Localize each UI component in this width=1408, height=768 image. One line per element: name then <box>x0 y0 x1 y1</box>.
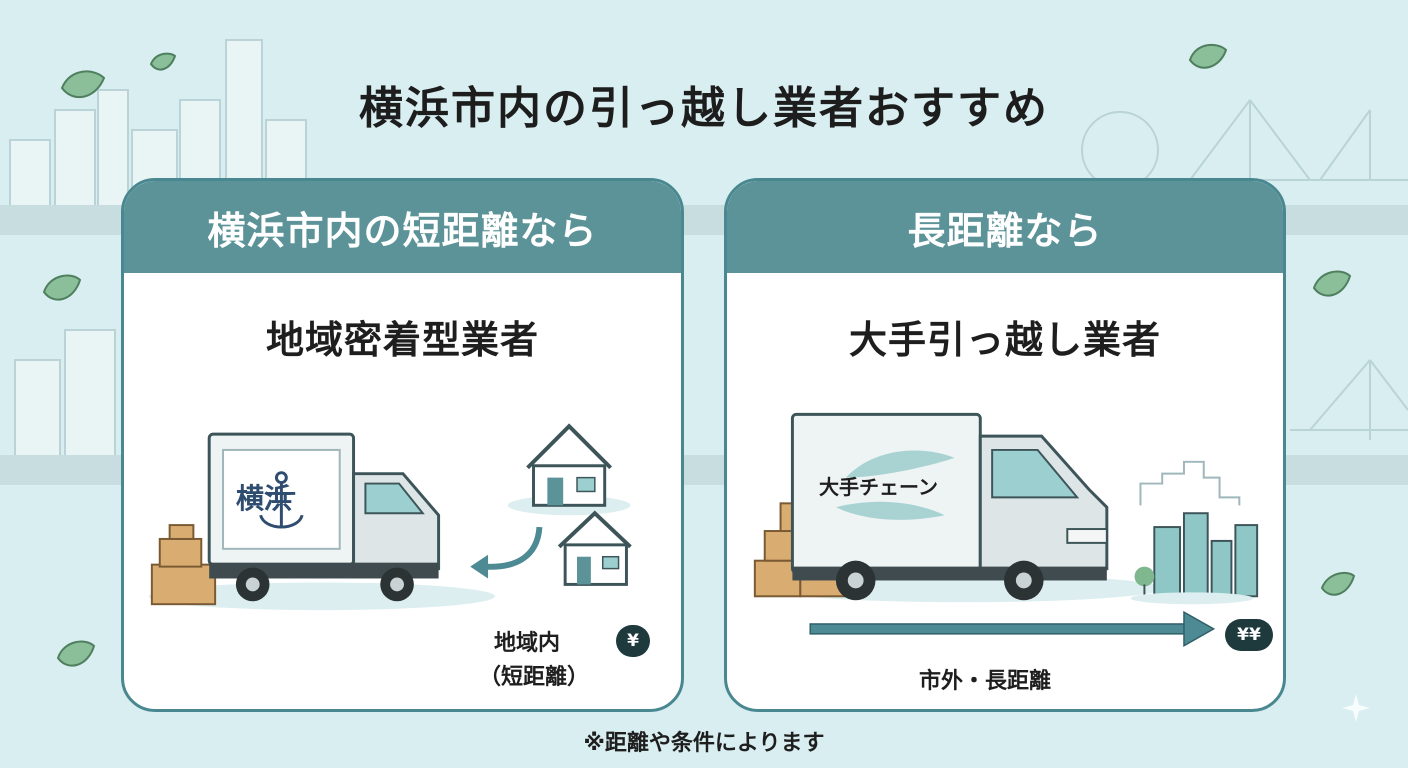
leaf-icon <box>1312 270 1352 297</box>
long-range-label: 市外・長距離 <box>919 669 1052 694</box>
local-mover-title: 地域密着型業者 <box>265 318 539 362</box>
major-mover-title: 大手引っ越し業者 <box>848 318 1161 362</box>
truck-logo-text: 横浜 <box>236 482 293 515</box>
high-price-badge: ¥¥ <box>1225 619 1273 651</box>
leaf-icon <box>56 640 96 667</box>
page-title: 横浜市内の引っ越し業者おすすめ <box>359 83 1049 134</box>
leaf-icon <box>149 52 177 71</box>
truck-logo-text: 大手チェーン <box>819 475 938 499</box>
long-distance-card: 長距離なら 大手引っ越し業者 <box>724 178 1286 712</box>
sparkle-icon <box>1342 694 1370 722</box>
local-truck-illustration <box>148 423 632 611</box>
long-distance-header: 長距離なら <box>727 181 1283 273</box>
footnote: ※距離や条件によります <box>583 731 825 756</box>
leaf-icon <box>60 70 106 98</box>
short-distance-header: 横浜市内の短距離なら <box>124 181 681 273</box>
major-truck-illustration <box>753 412 1259 647</box>
local-range-sub-label: （短距離） <box>479 665 590 690</box>
short-distance-card: 横浜市内の短距離なら 地域密着型業者 <box>121 178 684 712</box>
leaf-icon <box>1320 571 1356 596</box>
leaf-icon <box>1188 43 1228 69</box>
leaf-icon <box>42 274 82 301</box>
low-price-badge: ¥ <box>616 625 650 657</box>
local-range-label: 地域内 <box>494 631 561 656</box>
